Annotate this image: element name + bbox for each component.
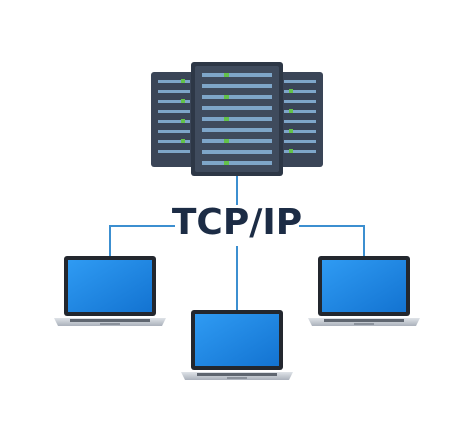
laptop-icon [54,256,166,326]
server-right [277,72,323,167]
server-left [151,72,197,167]
line-label-to-right-laptop [299,225,365,257]
laptop-icon [181,310,293,380]
laptop-icon [308,256,420,326]
server-rack-icon [151,62,323,176]
line-label-to-left-laptop [109,225,175,257]
connection-lines [109,175,365,311]
protocol-label: TCP/IP [171,202,303,243]
server-center [191,62,283,176]
